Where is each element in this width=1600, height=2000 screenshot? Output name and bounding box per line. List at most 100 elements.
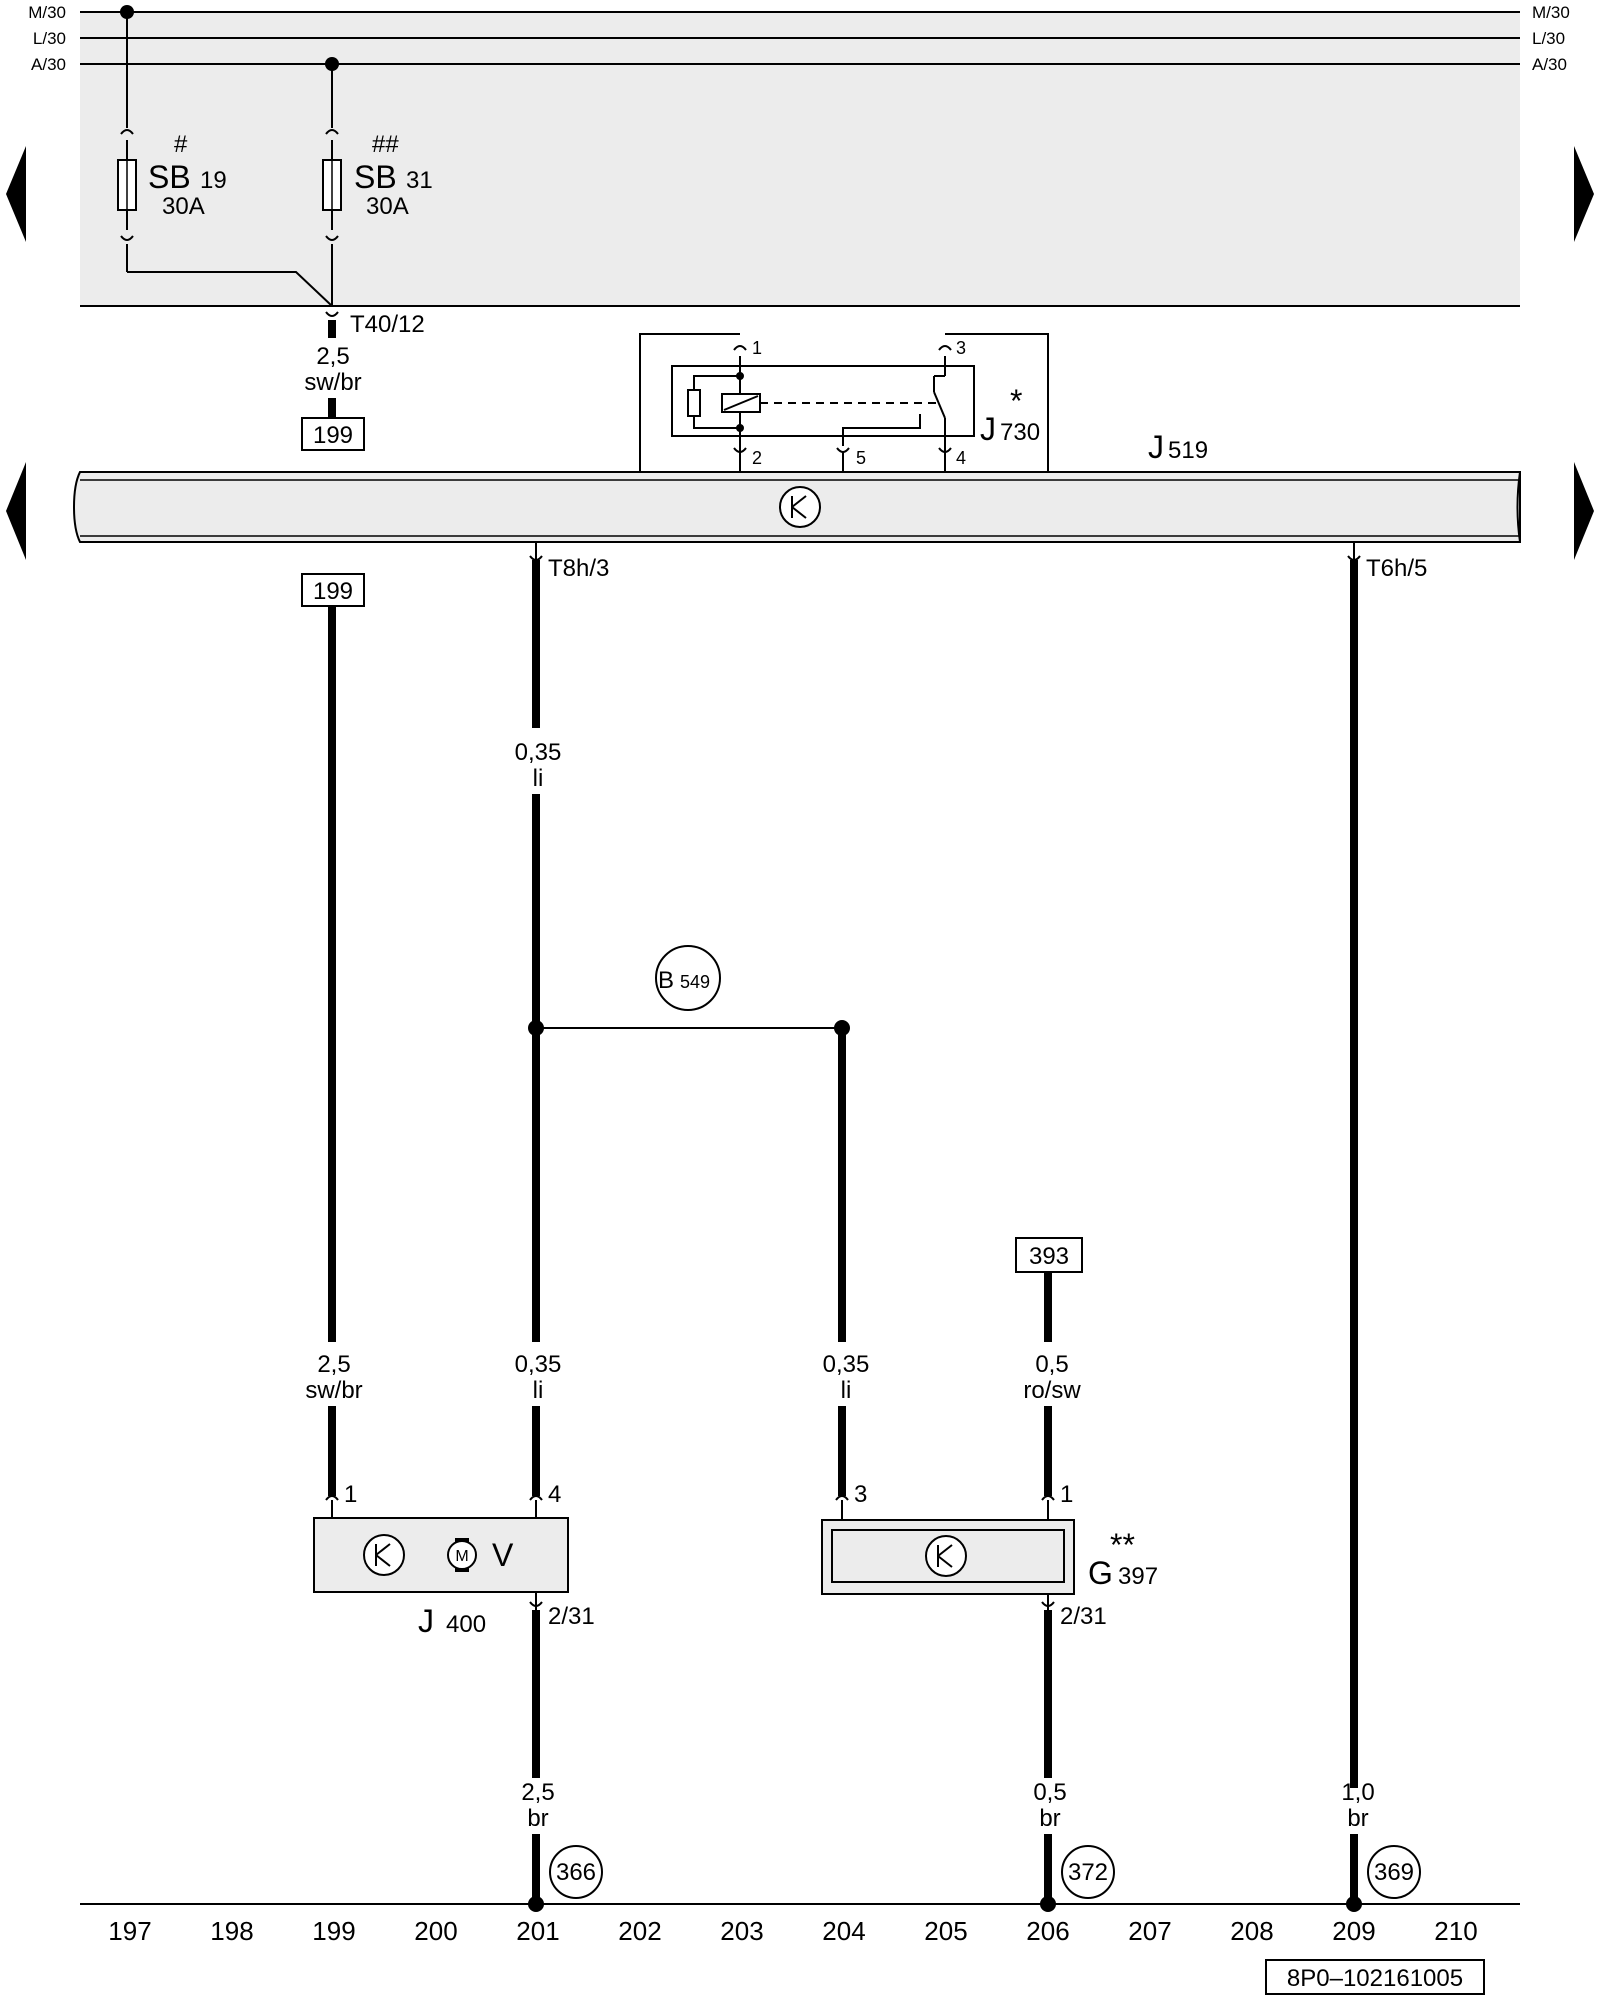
wire-t40-color: sw/br [304,369,361,396]
g397-pin-ground: 2/31 [1060,1603,1107,1630]
doc-code-box [1265,1959,1485,1995]
column-number: 206 [1026,1916,1069,1946]
motor-symbol-letter: M [455,1548,468,1565]
wire-j400-size: 0,35 [515,1351,562,1378]
j400-v-label: V [492,1537,514,1573]
next-page-arrow-icon-mid[interactable] [1574,462,1594,560]
column-number: 207 [1128,1916,1171,1946]
g397-mark: ** [1110,1527,1135,1563]
wire-gnd2-size: 0,5 [1033,1779,1066,1806]
column-number: 201 [516,1916,559,1946]
fuse-sb19-number: 19 [200,167,227,194]
g397-pin-3: 3 [854,1481,867,1508]
wire-j400-color: li [533,1377,544,1404]
wire-393-color: ro/sw [1023,1377,1081,1404]
ground-point-366[interactable] [549,1845,603,1899]
rail-label-l30-right: L/30 [1532,29,1565,48]
wire-t8h-size: 0,35 [515,739,562,766]
fuse-sb31-code: SB [354,159,397,195]
doc-code: 8P0–102161005 [1287,1965,1463,1992]
prev-page-arrow-icon-mid[interactable] [6,462,26,560]
j400-pin-ground: 2/31 [548,1603,595,1630]
wire-gnd2-color: br [1039,1805,1060,1832]
fuse-sb31-number: 31 [406,167,433,194]
relay-pin-4: 4 [956,448,966,468]
fuse-sb19 [117,5,333,307]
ground-point-369[interactable] [1367,1845,1421,1899]
column-number: 205 [924,1916,967,1946]
g397-control-symbol-icon [925,1535,967,1577]
relay-pin-2: 2 [752,448,762,468]
relay-pin-3: 3 [956,338,966,358]
ref-box-199-top[interactable] [301,417,365,451]
prev-page-arrow-icon-top[interactable] [6,146,26,242]
rail-label-a30-left: A/30 [31,55,66,74]
rail-label-a30-right: A/30 [1532,55,1567,74]
column-number: 198 [210,1916,253,1946]
wire-g397-color: li [841,1377,852,1404]
j400-number: 400 [446,1611,486,1638]
fuse-sb19-code: SB [148,159,191,195]
fuse-sb31-rating: 30A [366,193,409,220]
relay-j730-code: J [980,411,996,447]
power-rails [80,11,1520,65]
ground-point-372[interactable] [1061,1845,1115,1899]
fuse-sb31-mark: ## [372,131,399,158]
control-unit-j519-number: 519 [1168,437,1208,464]
control-unit-j519-code: J [1148,429,1164,465]
next-page-arrow-icon-top[interactable] [1574,146,1594,242]
ref-box-393[interactable] [1015,1237,1083,1273]
column-number: 209 [1332,1916,1375,1946]
column-number: 203 [720,1916,763,1946]
motor-icon: M [447,1538,477,1572]
j400-pin-4: 4 [548,1481,561,1508]
relay-pin-5: 5 [856,448,866,468]
relay-j730-number: 730 [1000,419,1040,446]
control-unit-symbol-icon [779,486,821,528]
relay-pin-1: 1 [752,338,762,358]
g397-code: G [1088,1555,1113,1591]
column-number: 202 [618,1916,661,1946]
g397-pin-1: 1 [1060,1481,1073,1508]
wire-gnd3-color: br [1347,1805,1368,1832]
ground-point-366-label: 366 [556,1859,596,1886]
wire-gnd1-size: 2,5 [521,1779,554,1806]
ground-point-369-label: 369 [1374,1859,1414,1886]
ref-box-199-bottom[interactable] [301,573,365,607]
rail-label-m30-left: M/30 [28,3,66,22]
j400-control-symbol-icon [363,1534,405,1576]
fuse-sb31 [322,57,342,306]
relay-j730-mark: * [1010,383,1022,419]
fuse-carrier-area [80,12,1520,306]
column-number: 197 [108,1916,151,1946]
wire-gnd1-color: br [527,1805,548,1832]
connector-t8h-3: T8h/3 [548,555,609,582]
fuse-sb19-mark: # [174,131,188,158]
wire-gnd3-size: 1,0 [1341,1779,1374,1806]
relay-j730 [639,333,1049,478]
connector-t40-12: T40/12 [350,311,425,338]
column-number: 208 [1230,1916,1273,1946]
splice-b549-number: 549 [680,972,710,992]
wire-g397-size: 0,35 [823,1351,870,1378]
rail-label-m30-right: M/30 [1532,3,1570,22]
splice-b549-code: B [658,967,674,994]
ref-box-199-bottom-label: 199 [313,578,353,605]
column-number: 204 [822,1916,865,1946]
wire-t40-size: 2,5 [316,343,349,370]
splice-b549 [655,945,721,1011]
rail-label-l30-left: L/30 [33,29,66,48]
g397-number: 397 [1118,1563,1158,1590]
wire-393-size: 0,5 [1035,1351,1068,1378]
column-number: 199 [312,1916,355,1946]
ref-box-393-label: 393 [1029,1243,1069,1270]
column-number: 210 [1434,1916,1477,1946]
ground-point-372-label: 372 [1068,1859,1108,1886]
j400-pin-1: 1 [344,1481,357,1508]
column-numbers: 197 198 199 200 201 202 203 204 205 206 … [108,1916,1477,1946]
wire-199-color: sw/br [305,1377,362,1404]
component-j400 [313,1517,569,1593]
ref-box-199-top-label: 199 [313,422,353,449]
j400-code: J [418,1603,434,1639]
